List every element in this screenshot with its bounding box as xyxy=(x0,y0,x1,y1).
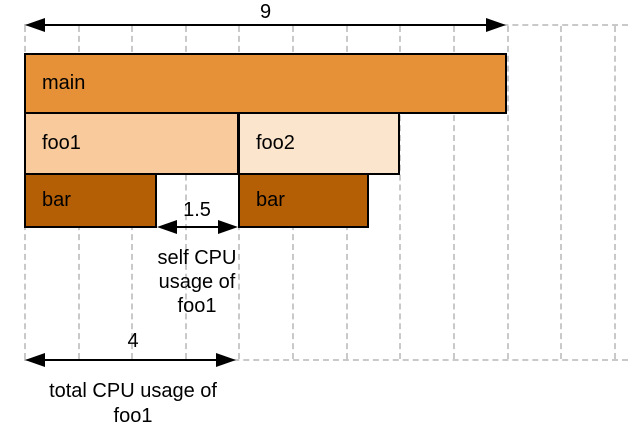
arrow-line xyxy=(28,24,503,26)
frame-bar-left: bar xyxy=(24,173,157,228)
caption-line: foo1 xyxy=(113,405,153,427)
arrow-self-foo1 xyxy=(157,220,238,234)
frame-label: bar xyxy=(42,189,71,211)
frame-foo1: foo1 xyxy=(24,112,239,175)
gridline-vertical xyxy=(399,26,401,359)
frame-label: main xyxy=(42,72,86,94)
frame-label: foo2 xyxy=(256,132,295,154)
caption-self-foo1: self CPU usage of foo1 xyxy=(152,246,242,318)
self-foo1-value: 1.5 xyxy=(183,199,211,221)
arrowhead-right-icon xyxy=(216,353,236,367)
frame-bar-right: bar xyxy=(238,173,369,228)
total-width-value: 9 xyxy=(259,1,272,23)
gridline-vertical xyxy=(453,26,455,359)
arrowhead-right-icon xyxy=(486,18,506,32)
frame-foo2: foo2 xyxy=(238,112,400,175)
gridline-vertical xyxy=(614,26,616,359)
caption-line: total CPU usage of xyxy=(49,380,217,402)
frame-label: foo1 xyxy=(42,132,81,154)
caption-line: self CPU xyxy=(157,247,237,269)
caption-line: usage of xyxy=(158,271,236,293)
arrow-total-foo1 xyxy=(25,353,236,367)
gridline-vertical xyxy=(560,26,562,359)
gridline-vertical xyxy=(185,26,187,359)
arrow-total-width xyxy=(25,18,506,32)
frame-main: main xyxy=(24,53,507,114)
arrowhead-left-icon xyxy=(157,220,177,234)
caption-line: foo1 xyxy=(177,295,217,317)
caption-total-foo1: total CPU usage of foo1 xyxy=(48,379,218,429)
arrowhead-left-icon xyxy=(25,18,45,32)
arrow-line xyxy=(160,226,235,228)
total-foo1-value: 4 xyxy=(127,330,139,352)
frame-label: bar xyxy=(256,189,285,211)
arrowhead-left-icon xyxy=(25,353,45,367)
gridline-horizontal-bottom xyxy=(24,359,628,361)
arrowhead-right-icon xyxy=(218,220,238,234)
gridline-vertical xyxy=(507,26,509,359)
arrow-line xyxy=(28,359,233,361)
